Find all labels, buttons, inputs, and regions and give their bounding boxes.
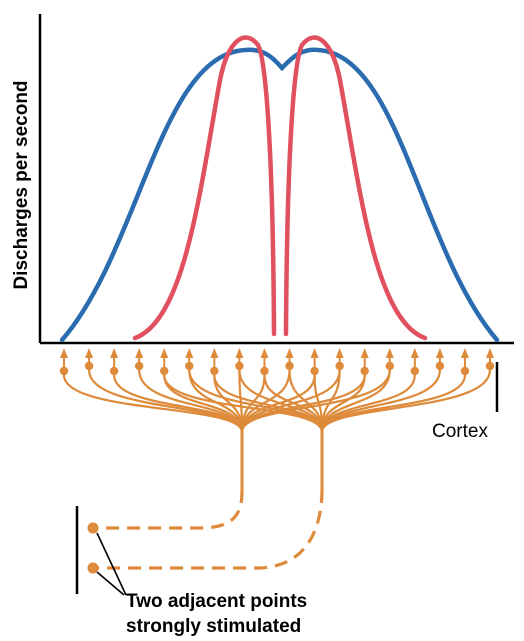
neuron-branch — [263, 374, 324, 433]
receptor-arrow — [285, 348, 294, 371]
neuron-branch — [213, 374, 324, 433]
neuron-branch — [240, 369, 391, 433]
receptor-arrow — [134, 348, 144, 371]
receptor-arrow — [410, 348, 420, 376]
receptor-arrow — [310, 348, 319, 376]
caption: Two adjacent points strongly stimulated — [126, 591, 313, 637]
caption-line-1: Two adjacent points — [126, 591, 307, 612]
neuron-branch — [188, 369, 324, 433]
receptor-arrow — [485, 348, 495, 371]
neuron-branch — [320, 369, 492, 433]
stimulus-point-2 — [87, 562, 99, 574]
y-axis-label: Discharges per second — [11, 80, 32, 289]
stimulus-point-1 — [87, 522, 99, 534]
receptor-arrow — [210, 348, 219, 376]
left-afferent-dashed — [93, 489, 244, 530]
right-neuron-branches — [163, 369, 492, 433]
receptor-arrow — [109, 348, 119, 376]
cortical-receptors — [59, 348, 495, 376]
receptor-arrow — [84, 348, 94, 371]
receptor-arrow — [460, 348, 470, 376]
neuron-branches — [62, 369, 492, 570]
receptor-arrow — [260, 348, 269, 376]
receptor-arrow — [59, 348, 69, 376]
left-neuron-branches — [62, 369, 391, 433]
receptor-arrow — [335, 348, 344, 371]
cortex-label: Cortex — [432, 421, 488, 442]
caption-pointers — [96, 532, 127, 596]
neuron-branch — [238, 369, 324, 433]
broad-excitation-curve — [59, 47, 500, 343]
neuron-branch — [138, 369, 244, 433]
receptor-arrow — [385, 348, 394, 371]
receptor-arrow — [185, 348, 194, 371]
receptor-arrow — [160, 348, 169, 376]
receptor-arrow — [435, 348, 445, 371]
right-afferent-dashed — [93, 489, 324, 570]
neuron-branch — [113, 374, 244, 433]
axes — [38, 14, 514, 345]
left-point-curve — [132, 35, 277, 341]
caption-line-2: strongly stimulated — [126, 616, 301, 637]
receptor-arrow — [235, 348, 244, 371]
right-point-curve — [283, 35, 428, 341]
receptor-arrow — [360, 348, 369, 376]
